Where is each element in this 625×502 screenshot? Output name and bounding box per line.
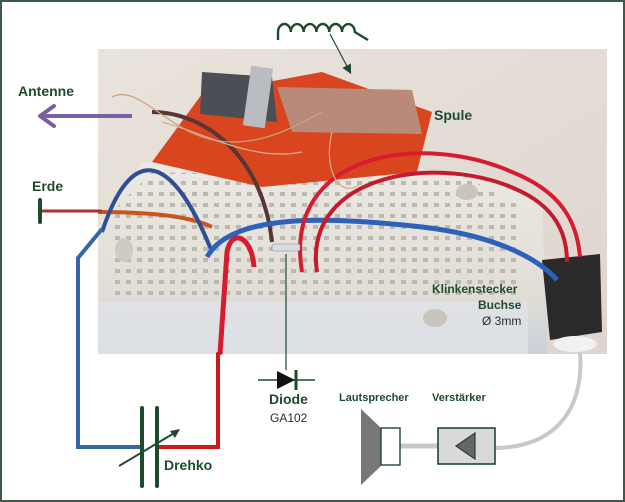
- wire-blue-schematic: [76, 227, 142, 449]
- diode-label: Diode: [269, 391, 308, 407]
- audio-cable: [494, 351, 583, 450]
- mount-hole: [423, 309, 447, 327]
- wire-red-cap: [217, 235, 257, 355]
- wire-blue-loop: [100, 168, 214, 253]
- coil-winding: [277, 87, 422, 134]
- ground-label: Erde: [32, 178, 64, 194]
- antenna-arrow-icon: [38, 104, 132, 128]
- speaker-label: Lautsprecher: [339, 392, 409, 404]
- mount-hole: [456, 184, 478, 200]
- diode-type-label: GA102: [270, 411, 308, 425]
- wire-blue-jack: [204, 217, 559, 282]
- speaker-icon: [361, 409, 401, 485]
- wire-ground-orange: [97, 210, 213, 229]
- socket-label: Buchse: [478, 298, 522, 312]
- antenna-label: Antenne: [18, 83, 74, 99]
- amplifier-icon: [437, 427, 496, 465]
- capacitor-label: Drehko: [164, 457, 213, 473]
- breadboard-photo: [97, 49, 607, 355]
- ground-icon: [38, 198, 102, 224]
- jack-socket: [542, 254, 602, 340]
- inductor-icon: [276, 22, 369, 42]
- coil-label: Spule: [434, 107, 473, 123]
- diode-component: [271, 243, 301, 252]
- wire-red-2: [313, 170, 569, 273]
- variable-capacitor-icon: [118, 406, 180, 488]
- wire-red-1: [298, 151, 582, 273]
- jack-label: Klinkenstecker: [432, 282, 518, 296]
- amplifier-label: Verstärker: [432, 392, 486, 404]
- diode-icon: [258, 254, 315, 390]
- coil-pointer-arrow: [329, 33, 352, 75]
- diameter-label: Ø 3mm: [482, 314, 522, 328]
- wire-red-schematic: [159, 350, 223, 449]
